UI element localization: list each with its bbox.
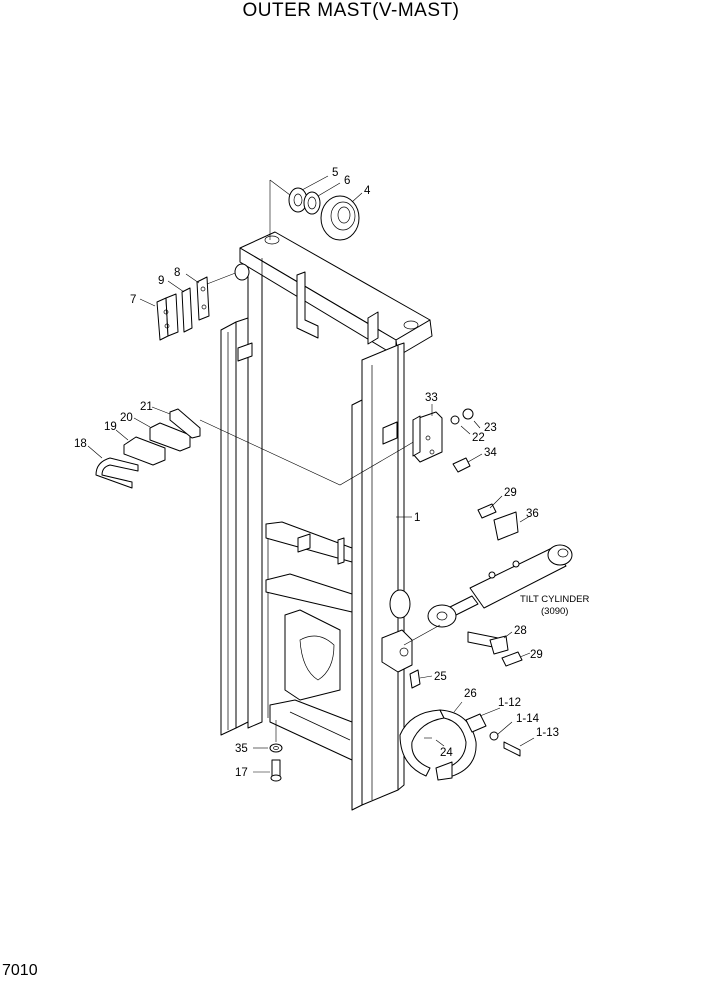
tilt-cylinder-label: TILT CYLINDER xyxy=(520,594,589,605)
callout-24: 24 xyxy=(440,747,453,759)
callout-29b: 29 xyxy=(530,649,543,661)
callout-1-14: 1-14 xyxy=(516,713,540,725)
callout-18: 18 xyxy=(74,438,87,450)
callout-7: 7 xyxy=(130,294,136,306)
callout-25: 25 xyxy=(434,671,447,683)
callout-26: 26 xyxy=(464,688,477,700)
callout-22: 22 xyxy=(472,432,485,444)
bearing-cap-group xyxy=(399,669,535,781)
callout-23: 23 xyxy=(484,422,497,434)
leader-tilt-bracket xyxy=(403,624,441,646)
tilt-cylinder-group xyxy=(427,495,573,667)
page-title: OUTER MAST(V-MAST) xyxy=(242,0,460,21)
callout-1: 1 xyxy=(414,512,420,524)
callout-29a: 29 xyxy=(504,487,517,499)
callout-4: 4 xyxy=(364,185,371,197)
bottom-fasteners xyxy=(253,720,283,782)
callout-36: 36 xyxy=(526,508,539,520)
callout-21: 21 xyxy=(140,401,153,413)
callout-33: 33 xyxy=(425,392,438,404)
u-bolt-group-18-21 xyxy=(87,406,421,489)
callout-17: 17 xyxy=(235,767,248,779)
callout-19: 19 xyxy=(104,421,117,433)
page-number: 7010 xyxy=(2,962,38,979)
callout-34: 34 xyxy=(484,447,497,459)
callout-35: 35 xyxy=(235,743,248,755)
callout-5: 5 xyxy=(332,167,338,179)
callout-1-13: 1-13 xyxy=(536,727,559,739)
callout-20: 20 xyxy=(120,412,133,424)
callout-labels: 5 6 4 8 9 7 21 20 19 18 33 23 22 34 1 29… xyxy=(74,167,589,779)
bracket-group-33 xyxy=(412,404,483,473)
tilt-cylinder-ref: (3090) xyxy=(541,606,568,617)
callout-1-12: 1-12 xyxy=(498,697,521,709)
callout-28: 28 xyxy=(514,625,527,637)
bracket-group-7-9 xyxy=(139,263,250,341)
top-bearing-group xyxy=(269,175,363,241)
callout-8: 8 xyxy=(174,267,180,279)
callout-9: 9 xyxy=(158,275,164,287)
outer-mast-frame xyxy=(220,231,433,811)
callout-6: 6 xyxy=(344,175,350,187)
